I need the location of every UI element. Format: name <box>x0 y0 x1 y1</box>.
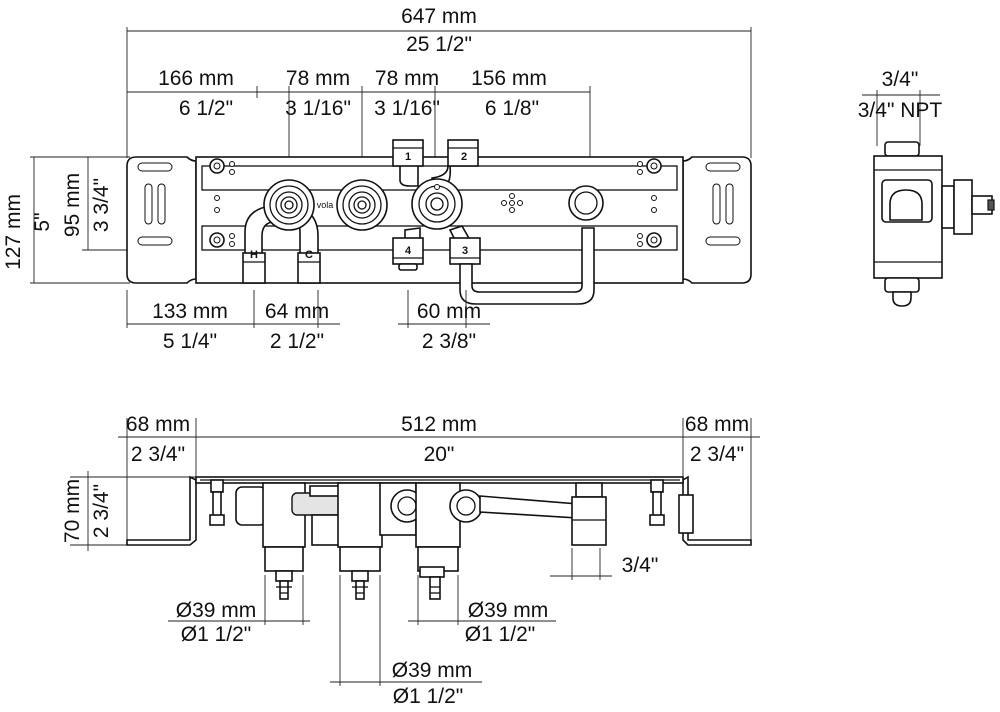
dimension-top: 68 mm 2 3/4" 512 mm 20" 68 mm 2 3/4" <box>118 413 760 545</box>
dim-left-flange-metric: 68 mm <box>126 413 190 436</box>
dimension-depth: 70 mm 2 3/4" <box>61 471 200 551</box>
dim-dia-center-metric: Ø39 mm <box>392 659 473 682</box>
dim-total-height-imperial: 5" <box>31 212 54 231</box>
dim-center-metric: 512 mm <box>401 413 477 436</box>
dim-dia-left-imperial: Ø1 1/2" <box>181 623 252 646</box>
dim-bottom-3-metric: 60 mm <box>417 300 481 323</box>
dim-dia-center-imperial: Ø1 1/2" <box>393 685 464 708</box>
dim-bottom-1-metric: 133 mm <box>152 300 228 323</box>
dim-bottom-1-imperial: 5 1/4" <box>163 330 217 353</box>
dim-segment-1-metric: 166 mm <box>158 67 234 90</box>
dim-dia-right-imperial: Ø1 1/2" <box>465 623 536 646</box>
front-view: 647 mm 25 1/2" 166 mm 6 1/2" 78 mm 3 1/1… <box>2 5 752 353</box>
dim-segment-2-imperial: 3 1/16" <box>285 97 351 120</box>
dim-outlet-size: 3/4" <box>622 554 659 577</box>
dim-overall-width-imperial: 25 1/2" <box>406 33 472 56</box>
diverter-assembly: 1 2 4 3 <box>392 139 481 271</box>
valve-bodies: vola <box>263 179 388 231</box>
top-view: 68 mm 2 3/4" 512 mm 20" 68 mm 2 3/4" 70 … <box>61 413 760 708</box>
dim-left-flange-imperial: 2 3/4" <box>131 443 185 466</box>
dimension-heights: 127 mm 5" 95 mm 3 3/4" <box>2 156 210 284</box>
dim-depth-metric: 70 mm <box>61 479 84 543</box>
dim-bottom-2-metric: 64 mm <box>265 300 329 323</box>
dim-right-flange-imperial: 2 3/4" <box>690 443 744 466</box>
dim-center-imperial: 20" <box>424 443 455 466</box>
dim-segment-4-metric: 156 mm <box>471 67 547 90</box>
dim-segment-3-metric: 78 mm <box>375 67 439 90</box>
dim-segment-3-imperial: 3 1/16" <box>374 97 440 120</box>
dim-segment-1-imperial: 6 1/2" <box>179 97 233 120</box>
dimension-outlet: 3/4" <box>550 548 658 580</box>
dim-dia-left-metric: Ø39 mm <box>176 599 257 622</box>
top-diverter <box>379 482 607 600</box>
port-label-2: 2 <box>461 151 467 163</box>
dim-depth-imperial: 2 3/4" <box>90 484 113 538</box>
dimension-overall-width: 647 mm 25 1/2" <box>126 5 752 158</box>
dim-bottom-2-imperial: 2 1/2" <box>270 330 324 353</box>
u-pipe <box>459 185 604 305</box>
port-label-hot: H <box>250 249 258 261</box>
port-label-cold: C <box>305 249 313 261</box>
brand-logo: vola <box>317 200 334 210</box>
dimension-bottom: 133 mm 5 1/4" 64 mm 2 1/2" 60 mm 2 3/8" <box>126 290 490 353</box>
dim-segment-2-metric: 78 mm <box>286 67 350 90</box>
dim-bottom-3-imperial: 2 3/8" <box>422 330 476 353</box>
dim-total-height-metric: 127 mm <box>2 194 25 270</box>
side-connection-thread: 3/4" NPT <box>858 99 943 122</box>
port-label-3: 3 <box>462 245 468 257</box>
dimension-segments: 166 mm 6 1/2" 78 mm 3 1/16" 78 mm 3 1/16… <box>127 67 591 160</box>
dim-inner-height-imperial: 3 3/4" <box>90 178 113 232</box>
dim-dia-right-metric: Ø39 mm <box>468 599 549 622</box>
dim-right-flange-metric: 68 mm <box>685 413 749 436</box>
side-connection-size: 3/4" <box>882 68 919 91</box>
port-label-4: 4 <box>405 245 412 257</box>
dimension-diameters: Ø39 mm Ø1 1/2" Ø39 mm Ø1 1/2" Ø39 mm Ø1 … <box>168 575 556 708</box>
top-valve-bodies <box>235 482 383 600</box>
port-label-1: 1 <box>405 151 411 163</box>
dim-segment-4-imperial: 6 1/8" <box>485 97 539 120</box>
dim-inner-height-metric: 95 mm <box>61 173 84 237</box>
side-view: 3/4" 3/4" NPT <box>858 68 995 307</box>
dim-overall-width-metric: 647 mm <box>401 5 477 28</box>
